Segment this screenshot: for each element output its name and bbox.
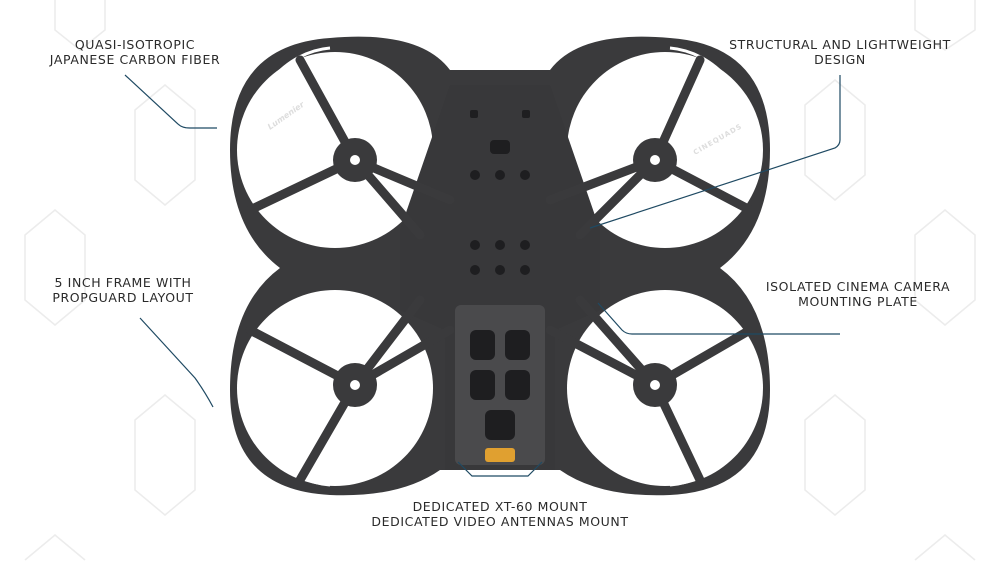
- callout-text: PROPGUARD LAYOUT: [52, 290, 194, 305]
- plate-holes: [470, 110, 530, 440]
- callout-text: QUASI-ISOTROPIC: [74, 37, 196, 52]
- callout-lines: [124, 74, 841, 477]
- background-hexagon: [914, 534, 976, 561]
- camera-mounting-plate: [455, 305, 545, 465]
- background-hexagon: [804, 79, 866, 201]
- callout-text: DESIGN: [814, 52, 866, 67]
- callout-text: 5 INCH FRAME WITH: [54, 275, 192, 290]
- carbon-fiber-callout-line: [124, 74, 217, 129]
- callout-text: JAPANESE CARBON FIBER: [49, 52, 221, 67]
- structural-callout-line: [589, 75, 841, 229]
- background-hexagon: [804, 394, 866, 516]
- motor-mount-holes: [350, 155, 660, 390]
- background-hexagon: [914, 0, 976, 51]
- background-hexagon: [24, 534, 86, 561]
- callout-text: DEDICATED VIDEO ANTENNAS MOUNT: [371, 514, 629, 529]
- guard-gaps: [243, 46, 757, 487]
- frame-body: Lumenier CINEQUADS: [230, 36, 770, 496]
- background-hexagons: [24, 0, 976, 561]
- callout-text: MOUNTING PLATE: [798, 294, 918, 309]
- callout-text: ISOLATED CINEMA CAMERA: [765, 279, 951, 294]
- camera-plate-callout-line: [597, 302, 840, 335]
- background-hexagon: [914, 209, 976, 326]
- callout-text: STRUCTURAL AND LIGHTWEIGHT: [729, 37, 951, 52]
- frame-size-callout-line: [139, 317, 214, 408]
- callout-frame-size: 5 INCH FRAME WITH PROPGUARD LAYOUT: [52, 275, 193, 305]
- callout-structural: STRUCTURAL AND LIGHTWEIGHT DESIGN: [729, 37, 951, 67]
- background-hexagon: [54, 0, 106, 51]
- background-hexagon: [24, 209, 86, 326]
- central-plate: [400, 85, 600, 470]
- callout-mounts: DEDICATED XT-60 MOUNT DEDICATED VIDEO AN…: [371, 499, 628, 529]
- mounts-callout-line: [457, 461, 543, 477]
- callout-camera-plate: ISOLATED CINEMA CAMERA MOUNTING PLATE: [766, 279, 950, 309]
- callout-text: DEDICATED XT-60 MOUNT: [412, 499, 588, 514]
- callout-carbon-fiber: QUASI-ISOTROPIC JAPANESE CARBON FIBER: [50, 37, 220, 67]
- background-hexagon: [134, 394, 196, 516]
- xt60-connector: [485, 448, 515, 462]
- background-hexagon: [134, 84, 196, 206]
